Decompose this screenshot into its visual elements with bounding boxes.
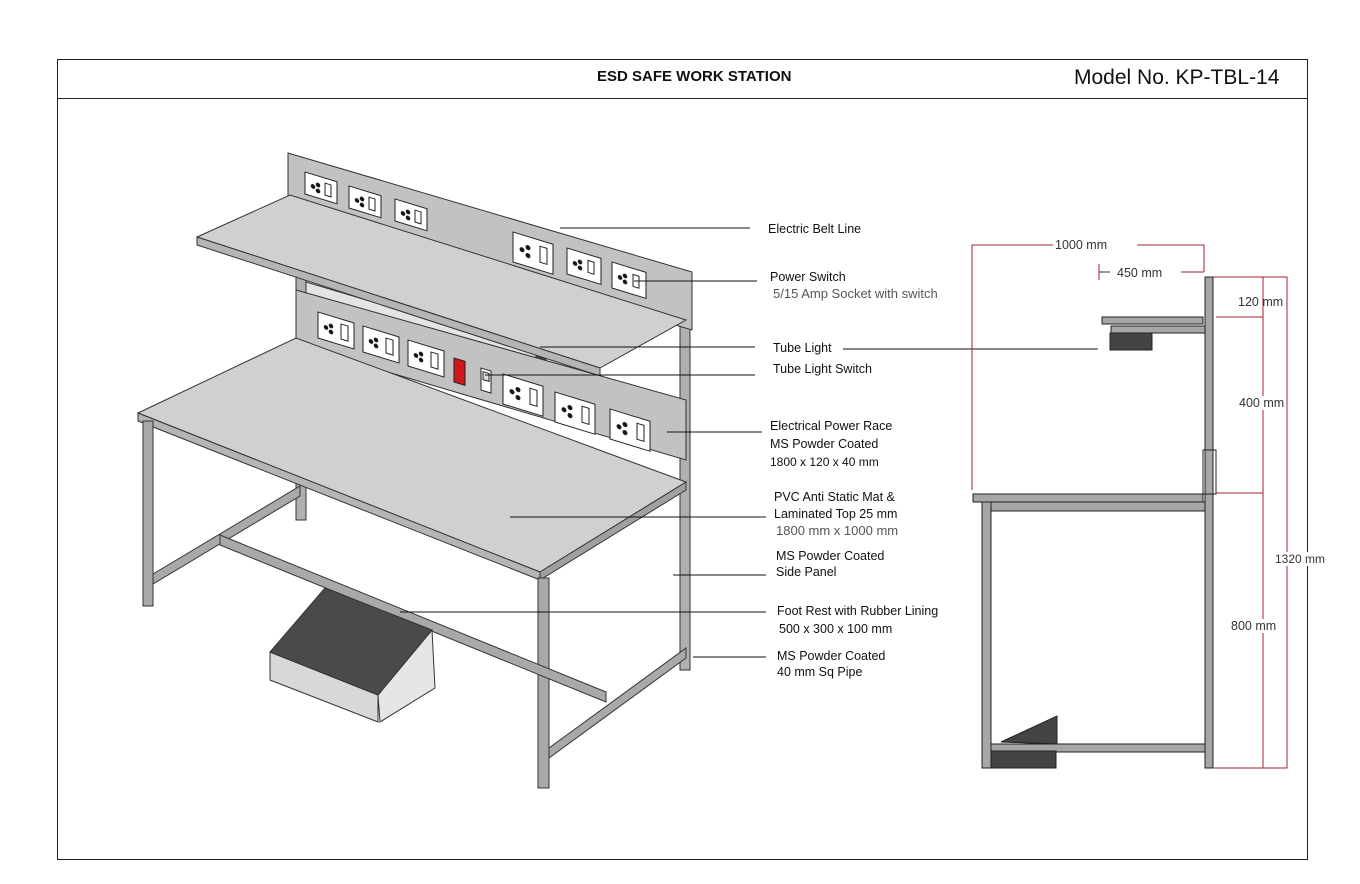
socket — [609, 408, 651, 452]
front-right-leg — [537, 577, 550, 789]
label-power-race-material: MS Powder Coated — [770, 437, 879, 451]
sheet-border — [57, 59, 1308, 860]
shelf — [1101, 316, 1204, 325]
socket — [348, 185, 382, 219]
socket — [566, 247, 602, 286]
label-top-size: 1800 mm x 1000 mm — [776, 523, 899, 538]
power-switch-red — [453, 357, 466, 387]
dim-shelf-depth: 450 mm — [1117, 266, 1163, 280]
label-foot-rest-size: 500 x 300 x 100 mm — [779, 622, 893, 636]
label-pipe-material: MS Powder Coated — [777, 649, 886, 663]
dim-depth: 1000 mm — [1055, 238, 1108, 252]
label-side-panel: Side Panel — [776, 565, 837, 579]
drawing-title: ESD SAFE WORK STATION — [597, 68, 792, 85]
dim-1000-line — [971, 244, 1053, 490]
foot-rest-slope — [1000, 715, 1058, 745]
bottom-long-rail — [219, 534, 607, 703]
socket — [394, 198, 428, 232]
label-tube-light-switch: Tube Light Switch — [773, 362, 872, 376]
label-power-race-size: 1800 x 120 x 40 mm — [770, 455, 879, 469]
label-power-switch: Power Switch — [770, 270, 846, 284]
right-side-rail — [548, 647, 687, 759]
shelf-bracket — [1110, 325, 1206, 334]
model-number: Model No. KP-TBL-14 — [1074, 66, 1280, 89]
label-pipe-size: 40 mm Sq Pipe — [777, 665, 863, 679]
foot-rest — [990, 750, 1057, 769]
front-left-leg — [142, 420, 154, 607]
socket — [407, 339, 445, 378]
label-tube-light: Tube Light — [773, 341, 832, 355]
dim-table-height: 800 mm — [1231, 619, 1277, 633]
tube-light-switch — [480, 367, 492, 394]
label-top-thickness: Laminated Top 25 mm — [774, 507, 898, 521]
socket-with-switch — [512, 231, 554, 275]
label-socket-with-switch: 5/15 Amp Socket with switch — [773, 286, 938, 301]
frame-top — [981, 501, 1206, 512]
label-top: PVC Anti Static Mat & — [774, 490, 895, 504]
table-top-side — [539, 481, 687, 581]
table-top — [972, 493, 1204, 503]
socket — [502, 373, 544, 417]
electric-belt-line-panel — [287, 152, 693, 331]
foot-rest-slope — [269, 587, 433, 696]
socket — [362, 325, 400, 364]
header-divider — [57, 98, 1308, 99]
socket — [304, 171, 338, 205]
dim-1320-line — [1213, 276, 1288, 769]
back-post — [1204, 276, 1214, 769]
socket — [317, 311, 355, 350]
front-leg — [981, 501, 992, 769]
dim-shelf-height: 400 mm — [1239, 396, 1285, 410]
left-side-rail — [152, 485, 301, 585]
socket — [554, 391, 596, 435]
dim-total-height: 1320 mm — [1275, 552, 1326, 566]
label-side-panel-material: MS Powder Coated — [776, 549, 885, 563]
label-power-race: Electrical Power Race — [770, 419, 893, 433]
label-electric-belt-line: Electric Belt Line — [768, 222, 862, 236]
socket — [611, 261, 647, 300]
label-foot-rest: Foot Rest with Rubber Lining — [777, 604, 939, 618]
tube-light — [1109, 332, 1153, 351]
dim-1000-line-right — [1137, 244, 1205, 272]
race-box — [1202, 449, 1217, 495]
bottom-rail — [990, 743, 1206, 753]
dim-panel-top: 120 mm — [1238, 295, 1284, 309]
